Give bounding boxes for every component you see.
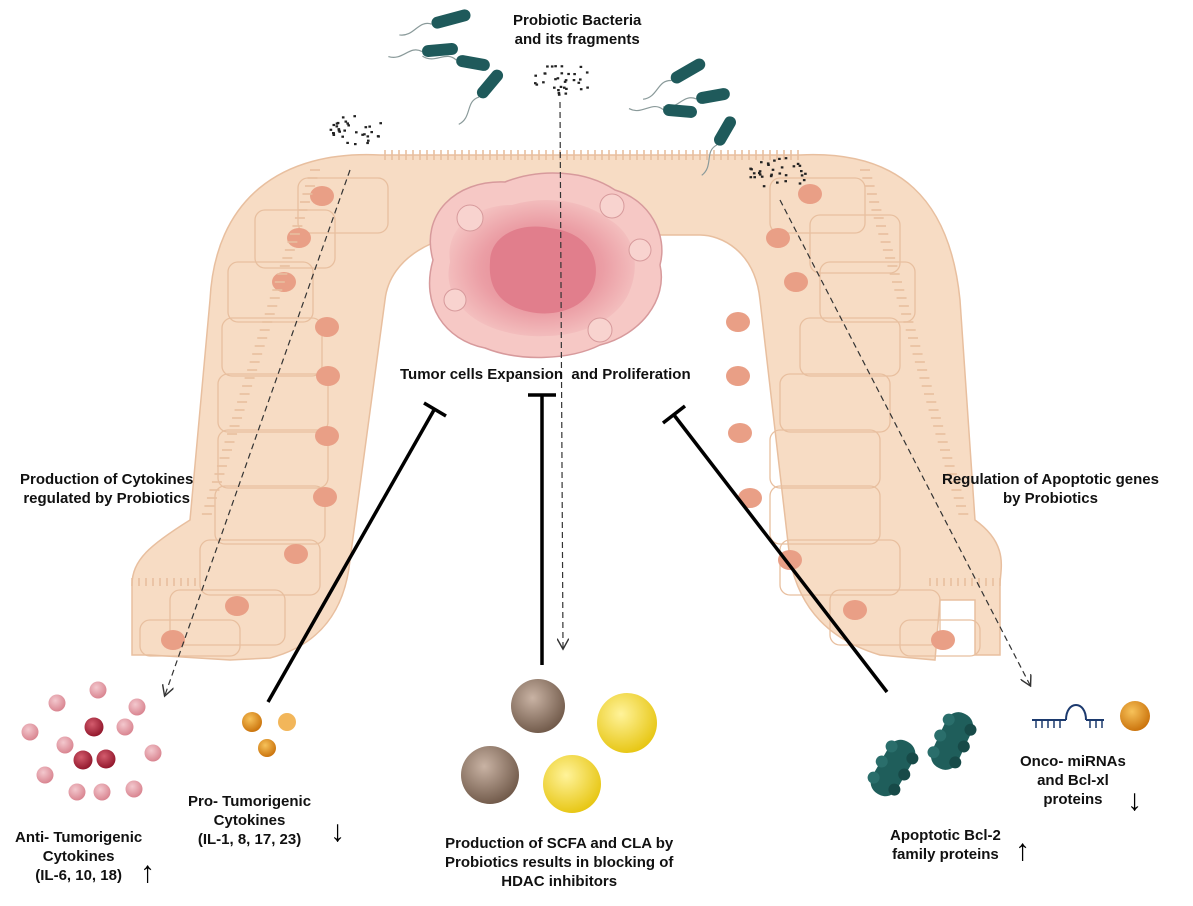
up-arrow-icon: ↑	[140, 856, 155, 889]
dashed-arrow-apoptotic	[779, 199, 1030, 685]
bcl-xl-protein	[1120, 701, 1150, 731]
pro-tumorigenic-cytokines	[242, 712, 296, 757]
inhibition-line-scfa	[528, 393, 556, 665]
dashed-arrow-cytokines	[165, 169, 351, 695]
inhibition-line-pro-cytokines	[266, 401, 447, 703]
dashed-arrow-scfa	[560, 101, 563, 648]
scfa-sphere	[461, 746, 519, 804]
anti-tumorigenic-cytokines	[21, 681, 162, 801]
scfa-cla-molecules	[461, 679, 657, 813]
tumor-mass	[428, 172, 663, 359]
down-arrow-icon: ↓	[1127, 784, 1142, 817]
down-arrow-icon: ↓	[330, 815, 345, 848]
cla-sphere	[543, 755, 601, 813]
cla-sphere	[597, 693, 657, 753]
scfa-sphere	[511, 679, 565, 733]
bcl2-proteins	[867, 712, 977, 797]
probiotic-bacteria	[388, 9, 736, 176]
intestinal-epithelium	[131, 150, 1003, 661]
up-arrow-icon: ↑	[1015, 834, 1030, 867]
inhibition-line-bcl2	[661, 404, 889, 694]
bacterial-fragments	[329, 65, 807, 188]
label-tumor-expansion: Tumor cells Expansion and Proliferation	[400, 366, 691, 383]
onco-mirna-icon	[1032, 704, 1104, 728]
